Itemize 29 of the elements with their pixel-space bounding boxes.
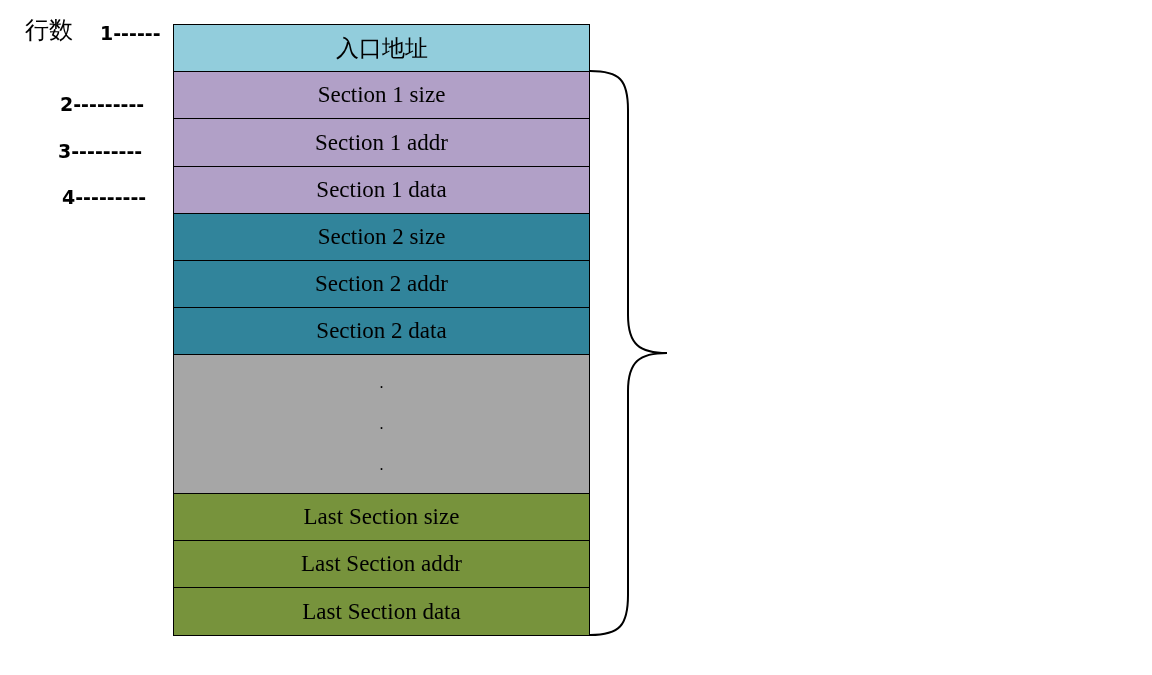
- row-text: Last Section addr: [301, 551, 462, 577]
- memory-row: [173, 166, 590, 214]
- row-text: Section 1 data: [316, 177, 447, 203]
- row-text: .: [379, 374, 384, 393]
- memory-row: [173, 213, 590, 261]
- row-text: Section 2 data: [316, 318, 447, 344]
- ellipsis-row: [173, 354, 590, 494]
- row-text: Section 2 addr: [315, 271, 448, 297]
- line-number: 1------: [100, 22, 161, 44]
- memory-row: [173, 540, 590, 588]
- row-text: Section 2 size: [317, 224, 446, 250]
- row-text: Section 1 addr: [315, 129, 448, 156]
- row-text: 入口地址: [335, 34, 428, 63]
- memory-row: [173, 493, 590, 541]
- memory-row: [173, 260, 590, 308]
- row-text: Last Section data: [302, 598, 461, 625]
- line-number: 2---------: [60, 93, 145, 115]
- line-number: 4---------: [62, 186, 147, 208]
- row-text: .: [379, 455, 384, 474]
- row-text: .: [379, 415, 384, 433]
- memory-row: [173, 118, 590, 167]
- line-number: 3---------: [58, 140, 143, 162]
- column-heading: 行数: [25, 16, 73, 45]
- memory-row: [173, 24, 590, 72]
- row-text: Section 1 size: [317, 82, 446, 108]
- memory-row: [173, 307, 590, 355]
- memory-row: [173, 587, 590, 636]
- row-text: Last Section size: [303, 504, 460, 530]
- memory-row: [173, 71, 590, 119]
